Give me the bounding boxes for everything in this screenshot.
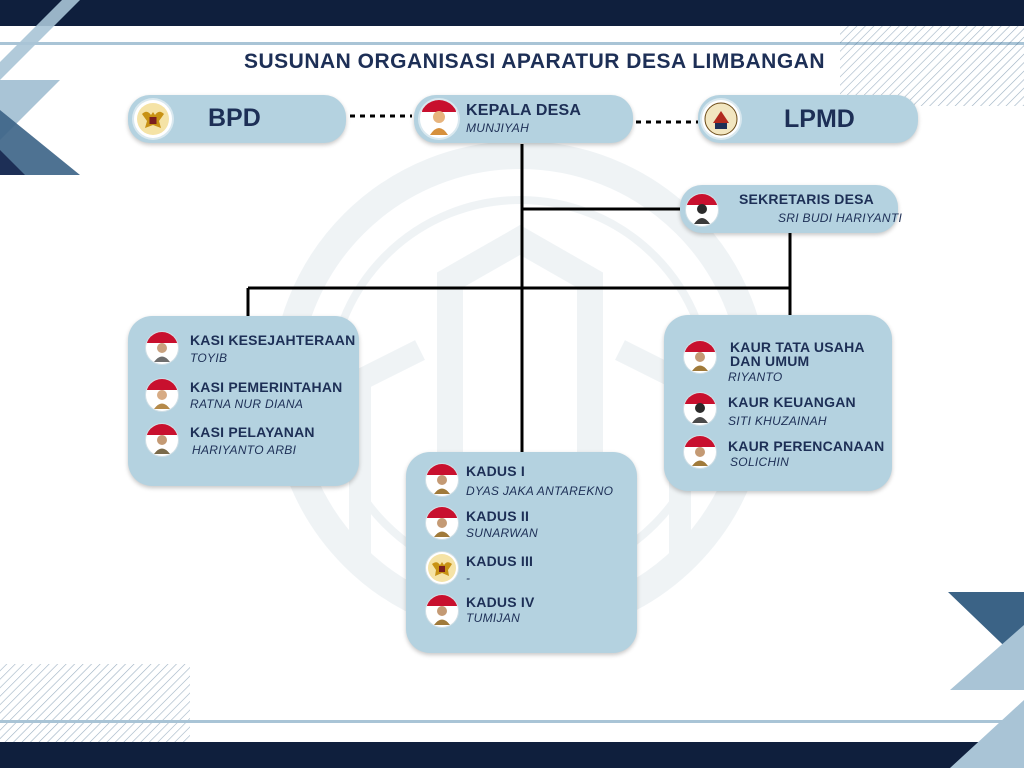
kadus-name: TUMIJAN [466,611,521,625]
kaur-role: KAUR KEUANGAN [728,394,856,410]
bpd-label: BPD [208,104,261,132]
lpm-emblem-icon [702,100,740,138]
kepala-desa-box: KEPALA DESA MUNJIYAH [414,95,633,143]
sekretaris-desa-role: SEKRETARIS DESA [739,191,874,207]
kadus-role: KADUS III [466,553,534,569]
portrait-icon [426,464,458,496]
kaur-group: KAUR TATA USAHA DAN UMUM RIYANTO KAUR KE… [664,315,892,491]
kaur-role: KAUR TATA USAHA [730,339,865,355]
portrait-icon [426,595,458,627]
kepala-desa-role: KEPALA DESA [466,102,582,119]
kasi-role: KASI KESEJAHTERAAN [190,332,356,348]
kasi-role: KASI PELAYANAN [190,424,315,440]
kasi-role: KASI PEMERINTAHAN [190,379,343,395]
kadus-name: DYAS JAKA ANTAREKNO [466,484,614,498]
kadus-group: KADUS I DYAS JAKA ANTAREKNO KADUS II SUN… [406,452,637,653]
portrait-icon [684,393,716,425]
sekretaris-desa-name: SRI BUDI HARIYANTI [778,211,903,225]
kadus-role: KADUS I [466,463,525,479]
kasi-name: TOYIB [190,351,228,365]
portrait-icon [146,424,178,456]
garuda-emblem-icon [426,552,458,584]
kepala-desa-name: MUNJIYAH [466,121,530,135]
kadus-role: KADUS IV [466,594,535,610]
kasi-name: HARIYANTO ARBI [192,443,297,457]
portrait-icon [684,341,716,373]
kaur-role: KAUR PERENCANAAN [728,438,885,454]
kaur-name: SITI KHUZAINAH [728,414,827,428]
portrait-icon [684,436,716,468]
kadus-name: SUNARWAN [466,526,538,540]
kasi-name: RATNA NUR DIANA [190,397,304,411]
kadus-role: KADUS II [466,508,530,524]
kaur-name: RIYANTO [728,370,783,384]
kasi-group: KASI KESEJAHTERAAN TOYIB KASI PEMERINTAH… [128,316,359,486]
lpmd-box: LPMD [698,95,918,143]
portrait-icon [420,100,458,138]
kaur-role: DAN UMUM [730,353,810,369]
sekretaris-desa-box: SEKRETARIS DESA SRI BUDI HARIYANTI [680,185,902,233]
portrait-icon [146,332,178,364]
portrait-icon [146,379,178,411]
lpmd-label: LPMD [784,105,855,133]
garuda-emblem-icon [134,100,172,138]
page-title: SUSUNAN ORGANISASI APARATUR DESA LIMBANG… [244,50,826,73]
portrait-icon [426,507,458,539]
portrait-icon [686,194,718,226]
kaur-name: SOLICHIN [730,455,790,469]
kadus-name: - [466,571,471,585]
bpd-box: BPD [128,95,346,143]
